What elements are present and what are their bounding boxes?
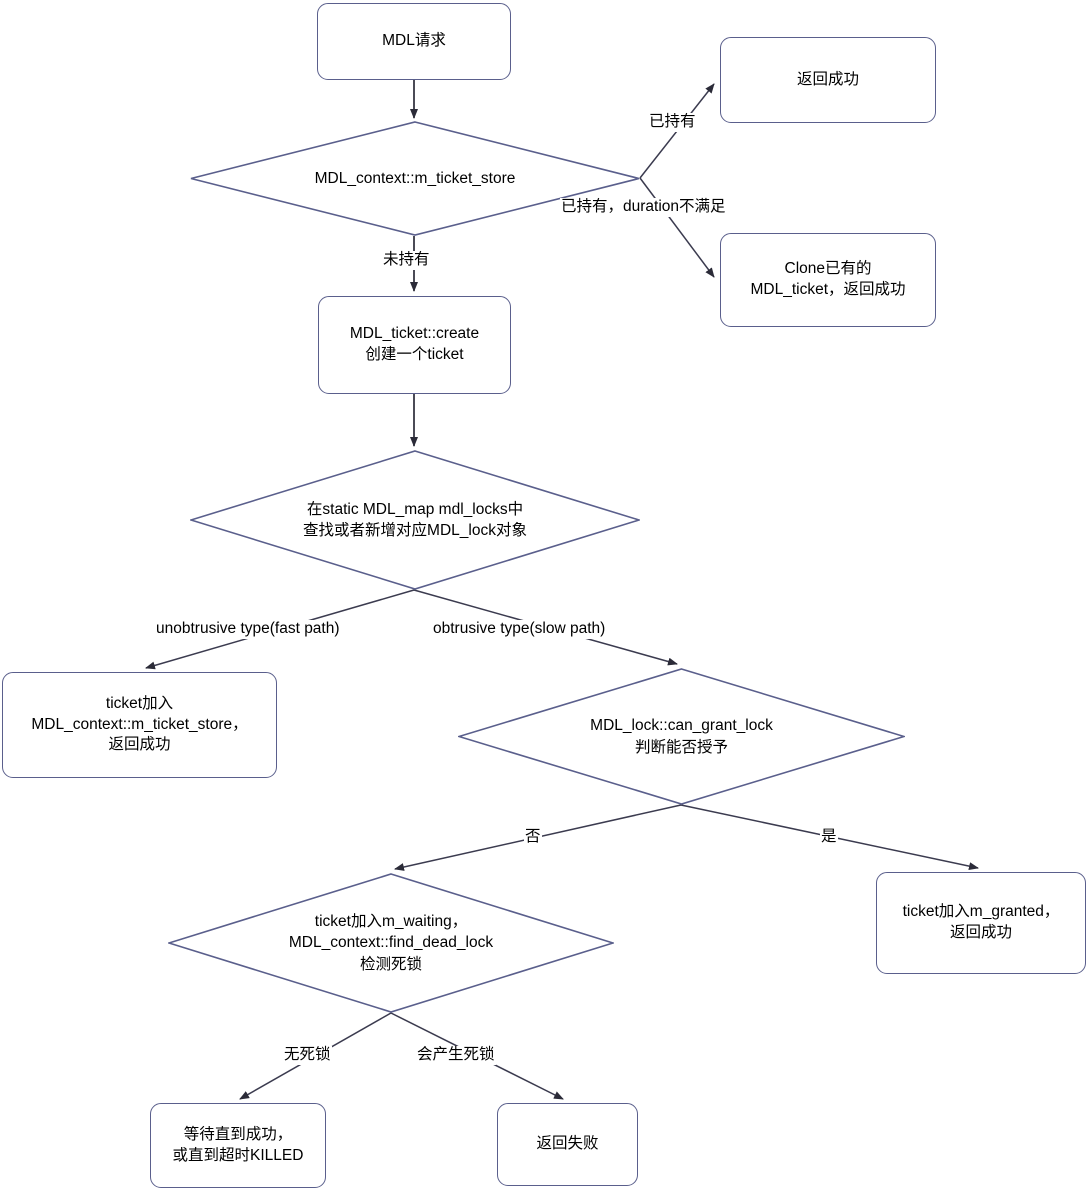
edge-label-yes: 是 bbox=[820, 828, 838, 847]
node-find-dead-lock[interactable]: ticket加入m_waiting， MDL_context::find_dea… bbox=[168, 873, 614, 1013]
diamond-shape bbox=[190, 450, 640, 590]
diamond-shape bbox=[190, 121, 640, 236]
edge-label-obtrusive-slow-path: obtrusive type(slow path) bbox=[432, 620, 607, 639]
node-granted-success[interactable]: ticket加入m_granted， 返回成功 bbox=[876, 872, 1086, 974]
node-can-grant-lock[interactable]: MDL_lock::can_grant_lock 判断能否授予 bbox=[458, 668, 905, 805]
node-mdl-request[interactable]: MDL请求 bbox=[317, 3, 511, 80]
edge-label-held-duration-unmet: 已持有，duration不满足 bbox=[560, 198, 727, 217]
node-wait-until-success-label: 等待直到成功， 或直到超时KILLED bbox=[172, 1125, 304, 1164]
node-return-failure-label: 返回失败 bbox=[536, 1135, 599, 1153]
node-return-success-top-label: 返回成功 bbox=[796, 70, 859, 88]
node-mdl-locks-lookup-label: 在static MDL_map mdl_locks中 查找或者新增对应MDL_l… bbox=[303, 500, 527, 539]
node-can-grant-lock-label: MDL_lock::can_grant_lock 判断能否授予 bbox=[590, 717, 773, 756]
node-wait-until-success[interactable]: 等待直到成功， 或直到超时KILLED bbox=[150, 1103, 326, 1188]
edge-duration-to-clone bbox=[639, 177, 715, 278]
node-ticket-store-decision-label: MDL_context::m_ticket_store bbox=[314, 169, 516, 187]
node-fast-path-success[interactable]: ticket加入 MDL_context::m_ticket_store， 返回… bbox=[2, 672, 277, 778]
edge-label-no-deadlock: 无死锁 bbox=[283, 1046, 332, 1065]
edge-label-no: 否 bbox=[524, 828, 542, 847]
node-mdl-locks-lookup[interactable]: 在static MDL_map mdl_locks中 查找或者新增对应MDL_l… bbox=[190, 450, 640, 590]
node-clone-existing-ticket-label: Clone已有的 MDL_ticket，返回成功 bbox=[750, 260, 906, 298]
edge-label-unobtrusive-fast-path: unobtrusive type(fast path) bbox=[155, 620, 341, 639]
diamond-shape bbox=[168, 873, 614, 1013]
node-mdl-request-label: MDL请求 bbox=[382, 32, 446, 50]
node-ticket-store-decision[interactable]: MDL_context::m_ticket_store bbox=[190, 121, 640, 236]
node-ticket-create[interactable]: MDL_ticket::create 创建一个ticket bbox=[318, 296, 511, 394]
diamond-shape bbox=[458, 668, 905, 805]
edge-label-will-deadlock: 会产生死锁 bbox=[416, 1046, 496, 1065]
edge-label-not-held: 未持有 bbox=[382, 251, 431, 270]
node-granted-success-label: ticket加入m_granted， 返回成功 bbox=[902, 903, 1060, 941]
node-find-dead-lock-label: ticket加入m_waiting， MDL_context::find_dea… bbox=[288, 912, 494, 973]
node-return-success-top[interactable]: 返回成功 bbox=[720, 37, 936, 123]
node-return-failure[interactable]: 返回失败 bbox=[497, 1103, 638, 1186]
node-ticket-create-label: MDL_ticket::create 创建一个ticket bbox=[349, 325, 480, 363]
node-clone-existing-ticket[interactable]: Clone已有的 MDL_ticket，返回成功 bbox=[720, 233, 936, 327]
node-fast-path-success-label: ticket加入 MDL_context::m_ticket_store， 返回… bbox=[31, 694, 248, 754]
edge-label-held: 已持有 bbox=[648, 113, 697, 132]
